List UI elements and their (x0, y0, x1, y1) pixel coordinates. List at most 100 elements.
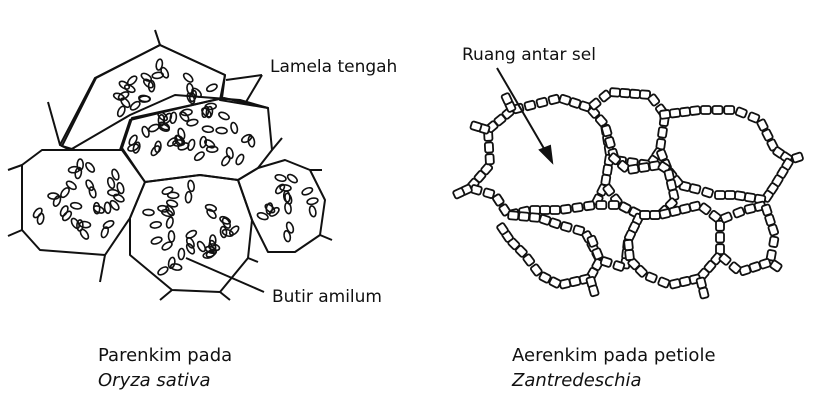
starch-grain (169, 263, 183, 271)
starch-grain (100, 226, 110, 239)
aerenchyma-cell (618, 87, 632, 99)
aerenchyma-cell (604, 136, 616, 149)
starch-grain (221, 217, 231, 229)
starch-grain (60, 187, 70, 199)
aerenchyma-cell (698, 202, 712, 216)
starch-grain (36, 212, 45, 226)
starch-grain (308, 205, 317, 218)
caption-right-line2: Zantredeschia (511, 370, 642, 391)
starch-grain (69, 201, 83, 210)
caption-left-line2: Oryza sativa (98, 370, 211, 391)
starch-grain (185, 243, 196, 255)
starch-grain (285, 221, 295, 234)
aerenchyma-cell (523, 99, 537, 112)
starch-grain (85, 179, 95, 192)
aerenchyma-cell (718, 252, 732, 266)
starch-grain (167, 230, 176, 243)
aerenchyma-cell (767, 223, 780, 237)
caption-right-line1: Aerenkim pada petiole (512, 345, 716, 366)
aerenchyma-cell (548, 276, 562, 289)
starch-grain (172, 139, 185, 147)
aerenchyma-cell (733, 190, 747, 202)
starch-grain (179, 111, 190, 122)
starch-grain (187, 138, 196, 152)
aerenchyma-cell (599, 256, 613, 268)
aerenchyma-cell (588, 97, 602, 111)
starch-grain (219, 225, 228, 239)
aerenchyma-cell (528, 212, 541, 223)
starch-grain (284, 201, 292, 215)
parenchyma-cell-right (237, 159, 326, 253)
starch-grain (204, 203, 218, 212)
starch-grain (65, 180, 77, 191)
aerenchyma-cell (637, 162, 651, 173)
starch-grain (221, 228, 234, 238)
starch-grain (109, 199, 120, 211)
starch-grain (228, 225, 240, 236)
aerenchyma-cell (522, 253, 536, 267)
aerenchyma-cell (756, 118, 769, 132)
aerenchyma-cell (714, 190, 726, 200)
starch-grain (218, 111, 230, 121)
aerenchyma-cell (559, 221, 573, 233)
starch-grain (165, 205, 175, 217)
aerenchyma-cell (761, 128, 774, 142)
starch-grain (196, 240, 207, 253)
starch-grain (107, 188, 120, 197)
starch-grain (186, 118, 199, 127)
aerenchyma-cell (668, 107, 682, 119)
starch-grain (150, 145, 161, 157)
parenchyma-wall-stubs (7, 29, 333, 301)
aerenchyma-cell (688, 200, 702, 212)
starch-grain (118, 80, 131, 90)
aerenchyma-cell (668, 278, 682, 290)
aerenchyma-cell (719, 211, 733, 224)
starch-grain (219, 215, 232, 225)
aerenchyma-cell (628, 88, 642, 100)
aerenchyma-cell (587, 105, 601, 119)
starch-grain (127, 143, 140, 152)
starch-grain (279, 184, 292, 192)
starch-grain (215, 126, 228, 135)
starch-grain (169, 111, 178, 125)
starch-grain (204, 102, 217, 111)
starch-grain (142, 208, 155, 217)
starch-grain (177, 247, 186, 261)
starch-grain (188, 89, 198, 103)
starch-grain (88, 186, 97, 199)
aerenchyma-cell (701, 186, 714, 199)
starch-grains (32, 58, 319, 276)
starch-grain (240, 133, 253, 144)
starch-grain (120, 97, 131, 109)
aerenchyma-cell (608, 152, 621, 166)
starch-grain (274, 173, 287, 183)
starch-grain (123, 84, 136, 94)
starch-grain (204, 139, 216, 149)
aerenchyma-cell (657, 276, 671, 289)
aerenchyma-cell (747, 111, 761, 124)
aerenchyma-cell (559, 203, 572, 215)
starch-grain (204, 245, 218, 255)
aerenchyma-cell (715, 231, 725, 244)
aerenchyma-cell (612, 260, 626, 272)
starch-grain (208, 234, 217, 247)
parenchyma-diagram (7, 29, 333, 301)
starch-grain (265, 202, 274, 215)
parenchyma-cell-top (59, 44, 269, 151)
aerenchyma-cell (678, 106, 692, 118)
starch-grain (111, 168, 120, 181)
aerenchyma-cell (529, 263, 543, 277)
starch-grain (184, 190, 193, 204)
intercellular-arrow (496, 67, 554, 165)
starch-grain (186, 92, 196, 105)
starch-grain (76, 158, 84, 171)
parenchyma-cell-bottom (129, 174, 253, 293)
aerenchyma-cell (738, 264, 752, 277)
aerenchyma-cell (657, 126, 668, 139)
starch-grain (116, 181, 125, 195)
label-starch-grains: Butir amilum (272, 287, 382, 307)
starch-grain (301, 186, 314, 196)
starch-grain (138, 95, 151, 103)
aerenchyma-cell (469, 120, 483, 132)
